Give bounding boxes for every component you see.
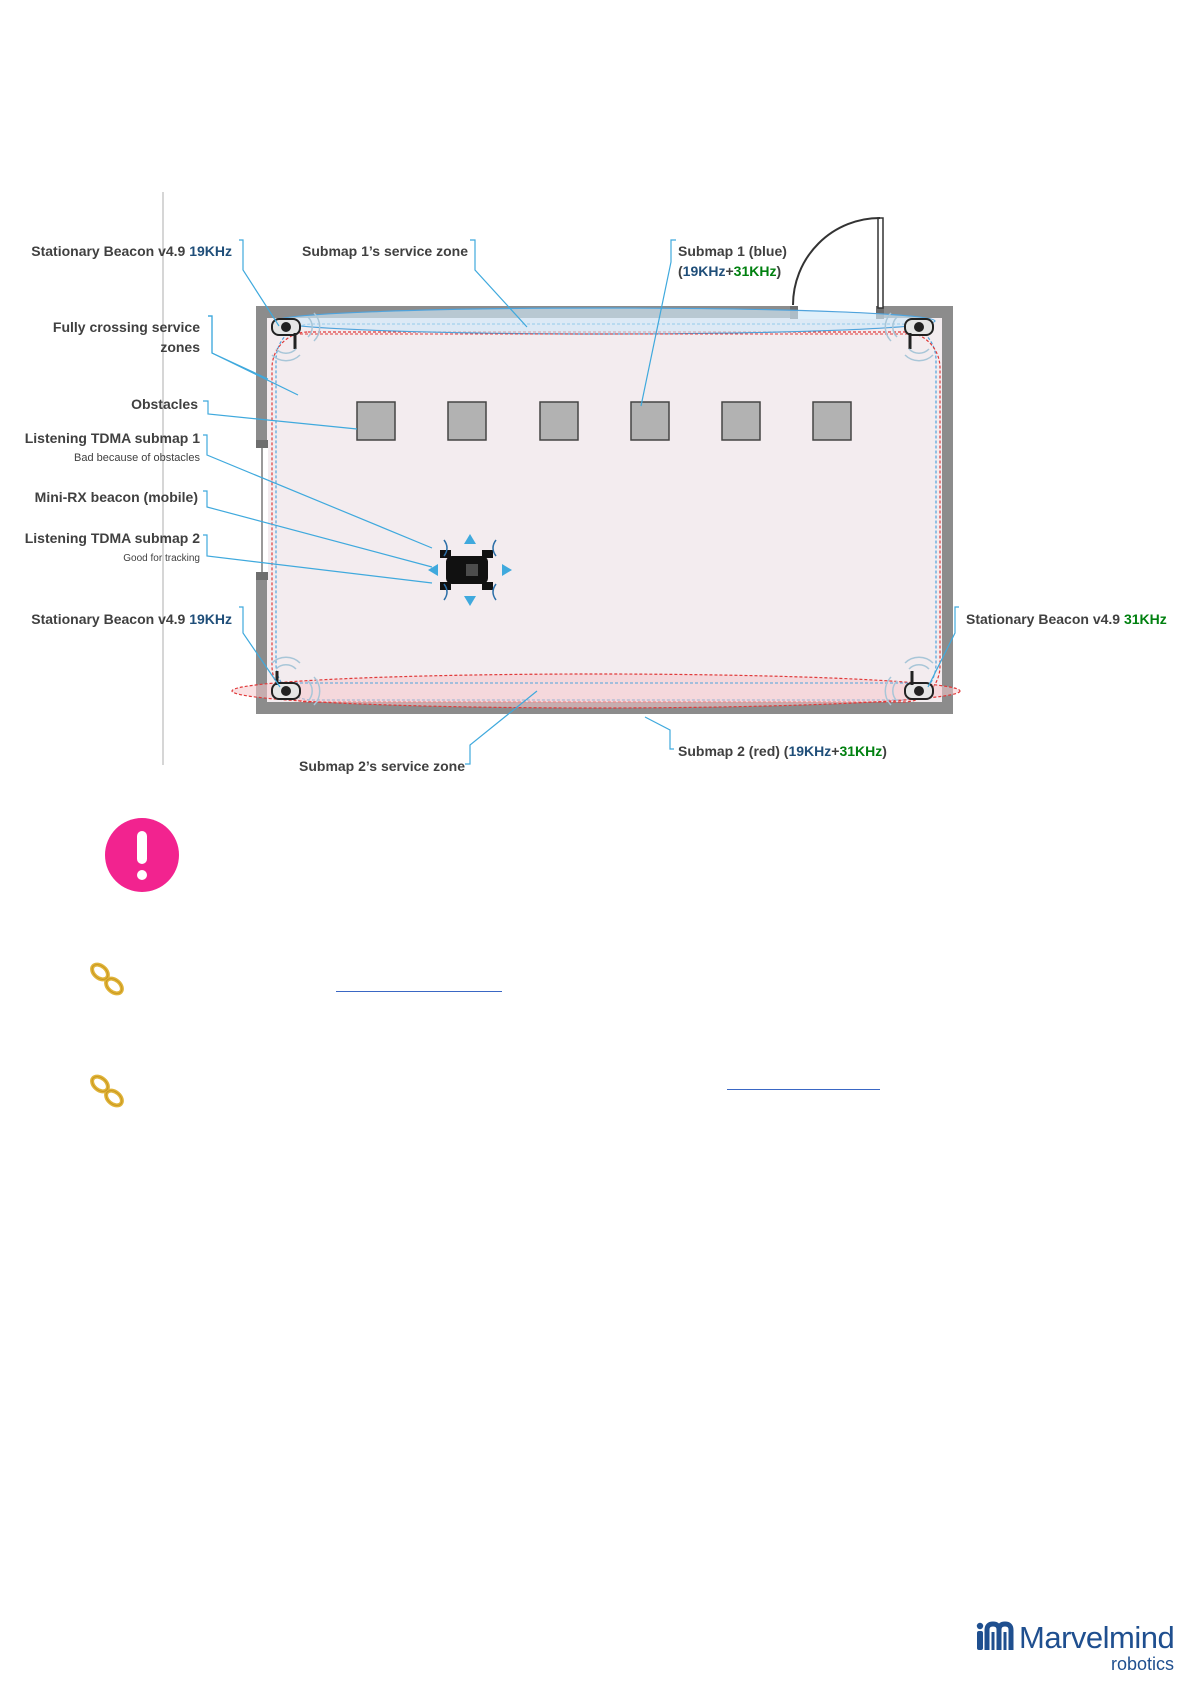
label-submap1-service-zone: Submap 1’s service zone: [302, 243, 468, 259]
label-stationary-beacon-tl: Stationary Beacon v4.9 19KHz: [31, 243, 232, 259]
logo-name: Marvelmind: [1019, 1620, 1175, 1655]
arrow-left-icon: [428, 564, 438, 576]
beacon-icon: [884, 656, 934, 706]
label-listening-tdma-2: Listening TDMA submap 2: [25, 530, 200, 546]
door: [792, 217, 884, 309]
obstacle: [539, 401, 579, 441]
robot-icon: [428, 534, 512, 606]
chain-link-icon: [90, 1074, 124, 1108]
label-fully-crossing-line2: zones: [160, 339, 200, 355]
obstacles: [356, 401, 852, 441]
chain-link-icon: [90, 962, 124, 996]
logo-subtitle: robotics: [1111, 1654, 1175, 1674]
label-submap1-title: Submap 1 (blue): [678, 243, 787, 259]
link-underline-1[interactable]: [336, 991, 502, 992]
label-submap1-freq: (19KHz+31KHz): [678, 263, 781, 279]
arrow-up-icon: [464, 534, 476, 544]
label-fully-crossing-line1: Fully crossing service: [53, 319, 200, 335]
obstacle: [812, 401, 852, 441]
label-submap2-service-zone: Submap 2’s service zone: [299, 758, 465, 774]
submap2-service-zone: [231, 673, 961, 709]
link-underline-2[interactable]: [727, 1089, 880, 1090]
marvelmind-logo: Marvelmind robotics: [975, 1618, 1185, 1674]
label-listening-tdma-1-note: Bad because of obstacles: [74, 452, 200, 464]
obstacle: [721, 401, 761, 441]
label-listening-tdma-1: Listening TDMA submap 1: [25, 430, 200, 446]
label-obstacles: Obstacles: [131, 396, 198, 412]
beacon-icon: [271, 312, 321, 362]
obstacle: [630, 401, 670, 441]
room: [256, 306, 953, 714]
logo-mark-icon: [976, 1621, 1014, 1650]
label-stationary-beacon-bl: Stationary Beacon v4.9 19KHz: [31, 611, 232, 627]
obstacle: [356, 401, 396, 441]
submap1-zone: [275, 323, 937, 701]
label-listening-tdma-2-note: Good for tracking: [123, 553, 200, 564]
arrow-down-icon: [464, 596, 476, 606]
label-mini-rx: Mini-RX beacon (mobile): [35, 489, 198, 505]
beacon-icon: [884, 312, 934, 362]
beacon-icon: [271, 656, 321, 706]
label-stationary-beacon-tl-prefix: Stationary Beacon v4.9: [31, 243, 189, 259]
room-floor: [267, 318, 942, 702]
service-zones: [231, 307, 961, 709]
submap1-service-zone: [274, 307, 936, 335]
label-stationary-beacon-br: Stationary Beacon v4.9 31KHz: [966, 611, 1167, 627]
label-stationary-beacon-tl-freq: 19KHz: [189, 243, 232, 259]
arrow-right-icon: [502, 564, 512, 576]
obstacle: [447, 401, 487, 441]
leader-lines: [203, 239, 959, 765]
label-submap2: Submap 2 (red) (19KHz+31KHz): [678, 743, 887, 759]
exclamation-circle-icon: [105, 818, 179, 892]
